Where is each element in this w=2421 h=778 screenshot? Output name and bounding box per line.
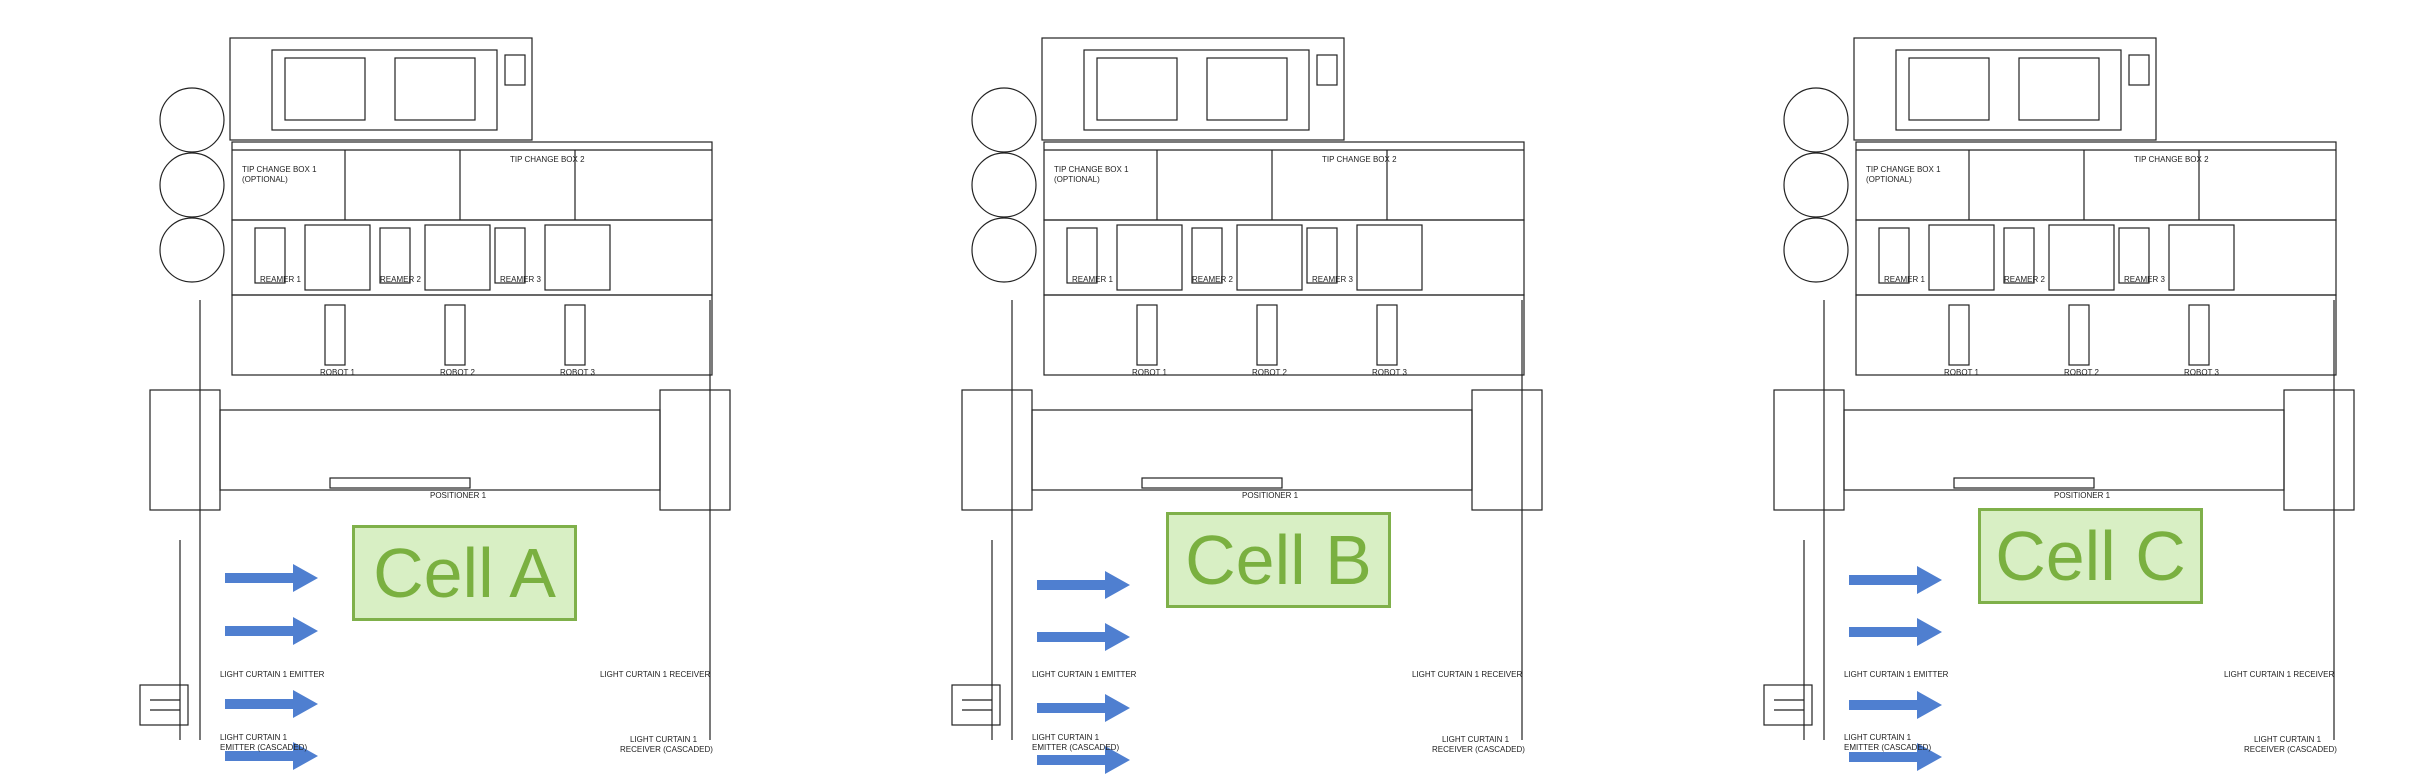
label-receiver-cascaded-2: RECEIVER (CASCADED) xyxy=(2244,745,2337,754)
label-tip-change-box-1: TIP CHANGE BOX 1 xyxy=(242,165,317,174)
arrow-right-icon xyxy=(1037,623,1130,651)
label-emitter-cascaded-1: LIGHT CURTAIN 1 xyxy=(1032,733,1100,742)
top-cabinet xyxy=(1853,37,2157,141)
arrow-right-icon xyxy=(1037,571,1130,599)
label-receiver-cascaded-1: LIGHT CURTAIN 1 xyxy=(630,735,698,744)
reel-icon xyxy=(1783,152,1849,218)
label-receiver: LIGHT CURTAIN 1 RECEIVER xyxy=(1412,670,1522,679)
label-receiver-cascaded-1: LIGHT CURTAIN 1 xyxy=(2254,735,2322,744)
robot-area xyxy=(231,294,713,376)
label-robot-1: ROBOT 1 xyxy=(320,368,356,377)
reel-icon xyxy=(1783,87,1849,153)
label-reamer-3: REAMER 3 xyxy=(500,275,541,284)
label-tip-change-box-2: TIP CHANGE BOX 2 xyxy=(1322,155,1397,164)
label-positioner: POSITIONER 1 xyxy=(430,491,487,500)
reel-icon xyxy=(1783,217,1849,283)
reel-icon xyxy=(971,87,1037,153)
cell-c-label: Cell C xyxy=(1978,508,2203,604)
label-optional: (OPTIONAL) xyxy=(242,175,288,184)
label-emitter-cascaded-2: EMITTER (CASCADED) xyxy=(220,743,307,752)
reel-icon xyxy=(159,152,225,218)
label-receiver: LIGHT CURTAIN 1 RECEIVER xyxy=(600,670,710,679)
reel-icon xyxy=(159,217,225,283)
cell-b-arrows xyxy=(1037,571,1130,774)
label-emitter-cascaded-1: LIGHT CURTAIN 1 xyxy=(1844,733,1912,742)
robot-area xyxy=(1855,294,2337,376)
arrow-right-icon xyxy=(1037,746,1130,774)
label-robot-3: ROBOT 3 xyxy=(1372,368,1408,377)
reel-icon xyxy=(971,217,1037,283)
label-emitter-cascaded-2: EMITTER (CASCADED) xyxy=(1032,743,1119,752)
label-reamer-2: REAMER 2 xyxy=(1192,275,1233,284)
label-reamer-1: REAMER 1 xyxy=(1884,275,1925,284)
control-panel-icon xyxy=(139,684,189,726)
label-tip-change-box-2: TIP CHANGE BOX 2 xyxy=(510,155,585,164)
top-cabinet xyxy=(229,37,533,141)
robot-area xyxy=(1043,294,1525,376)
cell-b-label: Cell B xyxy=(1166,512,1391,608)
label-reamer-1: REAMER 1 xyxy=(1072,275,1113,284)
arrow-right-icon xyxy=(225,564,318,592)
label-tip-change-box-2: TIP CHANGE BOX 2 xyxy=(2134,155,2209,164)
reamer-area xyxy=(1043,219,1525,296)
label-receiver-cascaded-2: RECEIVER (CASCADED) xyxy=(1432,745,1525,754)
cell-c-layout: TIP CHANGE BOX 1 (OPTIONAL) TIP CHANGE B… xyxy=(1763,37,2355,771)
tip-change-area xyxy=(1043,141,1525,221)
label-reamer-2: REAMER 2 xyxy=(2004,275,2045,284)
label-robot-1: ROBOT 1 xyxy=(1944,368,1980,377)
arrow-right-icon xyxy=(225,617,318,645)
label-receiver: LIGHT CURTAIN 1 RECEIVER xyxy=(2224,670,2334,679)
label-reamer-1: REAMER 1 xyxy=(260,275,301,284)
cell-b-drawing xyxy=(951,37,1543,740)
arrow-right-icon xyxy=(1037,694,1130,722)
label-receiver-cascaded-2: RECEIVER (CASCADED) xyxy=(620,745,713,754)
arrow-right-icon xyxy=(1849,566,1942,594)
cell-a-arrows xyxy=(225,564,318,770)
cell-c-drawing xyxy=(1763,37,2355,740)
cell-c-arrows xyxy=(1849,566,1942,771)
reamer-area xyxy=(231,219,713,296)
arrow-right-icon xyxy=(1849,691,1942,719)
tip-change-area xyxy=(1855,141,2337,221)
label-receiver-cascaded-1: LIGHT CURTAIN 1 xyxy=(1442,735,1510,744)
label-optional: (OPTIONAL) xyxy=(1866,175,1912,184)
arrow-right-icon xyxy=(1849,618,1942,646)
label-emitter-cascaded-1: LIGHT CURTAIN 1 xyxy=(220,733,288,742)
label-emitter: LIGHT CURTAIN 1 EMITTER xyxy=(1032,670,1137,679)
label-robot-2: ROBOT 2 xyxy=(1252,368,1288,377)
tip-change-area xyxy=(231,141,713,221)
reel-icon xyxy=(159,87,225,153)
label-positioner: POSITIONER 1 xyxy=(2054,491,2111,500)
label-tip-change-box-1: TIP CHANGE BOX 1 xyxy=(1054,165,1129,174)
label-tip-change-box-1: TIP CHANGE BOX 1 xyxy=(1866,165,1941,174)
reamer-area xyxy=(1855,219,2337,296)
label-robot-3: ROBOT 3 xyxy=(560,368,596,377)
arrow-right-icon xyxy=(1849,743,1942,771)
label-robot-2: ROBOT 2 xyxy=(2064,368,2100,377)
label-reamer-3: REAMER 3 xyxy=(2124,275,2165,284)
label-emitter: LIGHT CURTAIN 1 EMITTER xyxy=(220,670,325,679)
label-robot-2: ROBOT 2 xyxy=(440,368,476,377)
cell-a-label: Cell A xyxy=(352,525,577,621)
top-cabinet xyxy=(1041,37,1345,141)
label-robot-1: ROBOT 1 xyxy=(1132,368,1168,377)
label-reamer-2: REAMER 2 xyxy=(380,275,421,284)
label-reamer-3: REAMER 3 xyxy=(1312,275,1353,284)
control-panel-icon xyxy=(1763,684,1813,726)
cell-a-drawing xyxy=(139,37,731,740)
label-positioner: POSITIONER 1 xyxy=(1242,491,1299,500)
reel-icon xyxy=(971,152,1037,218)
label-robot-3: ROBOT 3 xyxy=(2184,368,2220,377)
arrow-right-icon xyxy=(225,690,318,718)
cell-b-layout: TIP CHANGE BOX 1 (OPTIONAL) TIP CHANGE B… xyxy=(951,37,1543,774)
arrow-right-icon xyxy=(225,742,318,770)
label-emitter: LIGHT CURTAIN 1 EMITTER xyxy=(1844,670,1949,679)
control-panel-icon xyxy=(951,684,1001,726)
label-emitter-cascaded-2: EMITTER (CASCADED) xyxy=(1844,743,1931,752)
label-optional: (OPTIONAL) xyxy=(1054,175,1100,184)
